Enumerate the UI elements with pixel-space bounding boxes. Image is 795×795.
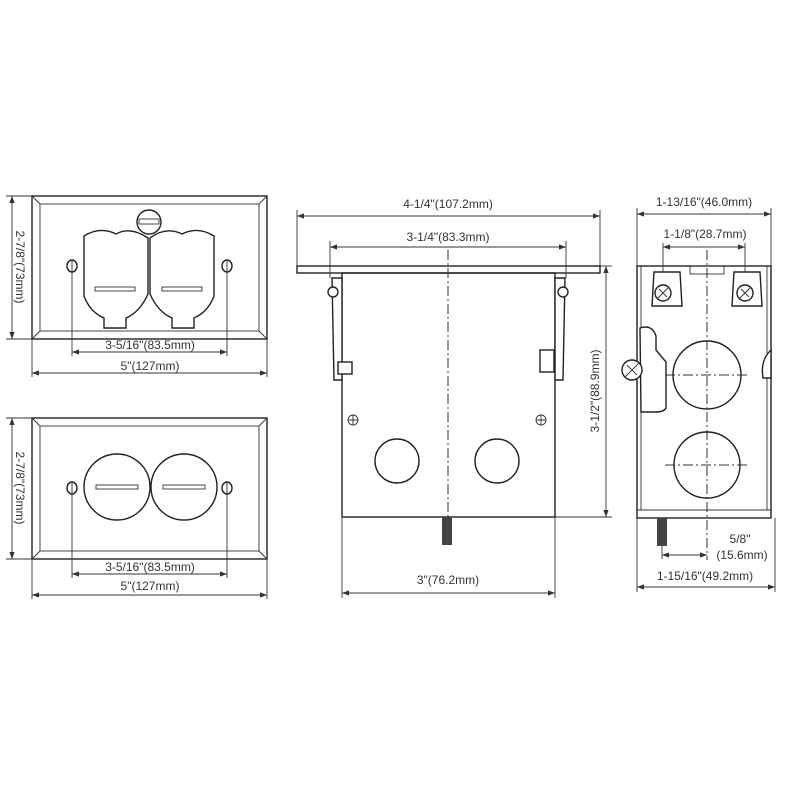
top-plate-height-label: 2-7/8"(73mm) — [13, 231, 27, 304]
knockout-hole — [673, 431, 741, 499]
terminal-screw-left — [651, 271, 683, 307]
bottom-cover-plate-view: 2-7/8"(73mm) 3-5/16"(83.5mm) 5"(127mm) — [6, 417, 268, 599]
top-plate-screw-spacing-label: 3-5/16"(83.5mm) — [105, 338, 195, 352]
flip-lid-left — [83, 229, 149, 329]
stud-offset-mm-label: (15.6mm) — [716, 548, 767, 562]
flip-lid-right — [149, 229, 215, 329]
top-plate-width-label: 5"(127mm) — [121, 359, 180, 373]
top-cover-plate-view: 2-7/8"(73mm) 3-5/16"(83.5mm) 5"(127mm) — [6, 195, 268, 377]
center-screw-icon — [136, 209, 162, 235]
left-mounting-bracket — [327, 277, 353, 381]
side-overall-width-label: 1-15/16"(49.2mm) — [657, 569, 753, 583]
knockout-hole — [374, 438, 420, 484]
screw-cap-right — [150, 453, 218, 521]
knockout-hole — [474, 438, 520, 484]
side-screw-spacing-label: 1-1/8"(28.7mm) — [664, 227, 747, 241]
mount-spacing-label: 3-1/4"(83.3mm) — [407, 230, 490, 244]
side-box-view: 1-13/16"(46.0mm) 1-1/8"(28.7mm) 5/8" (15… — [621, 195, 776, 592]
flange-width-label: 4-1/4"(107.2mm) — [403, 197, 493, 211]
stud-offset-label: 5/8" — [730, 532, 751, 546]
bottom-plate-height-label: 2-7/8"(73mm) — [13, 452, 27, 525]
side-clamp-left — [621, 326, 667, 413]
depth-label: 3-1/2"(88.9mm) — [588, 350, 602, 433]
bottom-plate-width-label: 5"(127mm) — [121, 579, 180, 593]
side-top-width-label: 1-13/16"(46.0mm) — [656, 195, 752, 209]
front-box-view: 4-1/4"(107.2mm) 3-1/4"(83.3mm) 3-1/2"(88… — [296, 197, 612, 598]
ground-stud — [442, 517, 452, 545]
box-width-label: 3"(76.2mm) — [417, 573, 479, 587]
right-mounting-bracket — [539, 277, 569, 381]
terminal-screw-right — [731, 271, 763, 307]
ground-stud — [657, 518, 667, 546]
knockout-hole — [672, 340, 742, 410]
bottom-plate-screw-spacing-label: 3-5/16"(83.5mm) — [105, 560, 195, 574]
plate-screw-icon — [66, 481, 233, 495]
screw-cap-left — [83, 453, 151, 521]
